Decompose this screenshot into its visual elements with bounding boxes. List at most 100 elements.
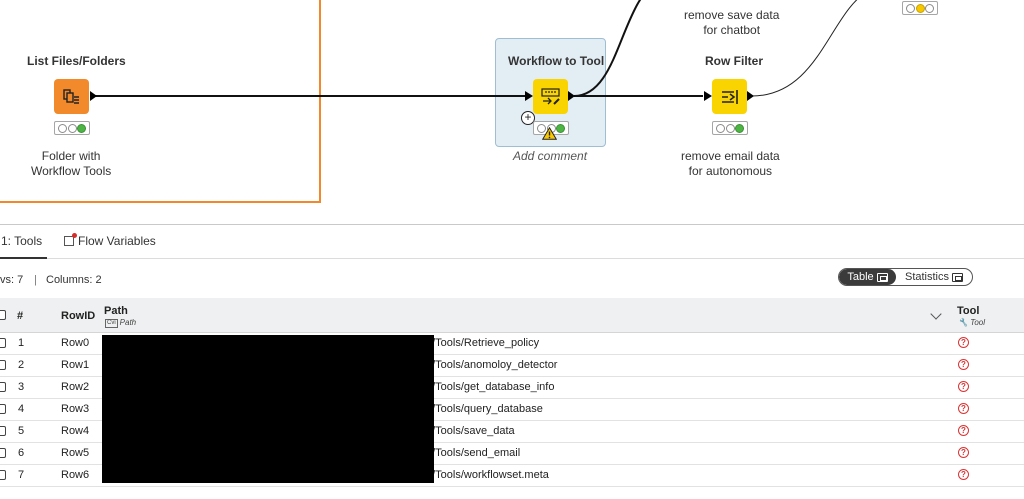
- row-id: Row2: [61, 381, 90, 393]
- list-files-status-indicator: [54, 121, 90, 135]
- row-filter-input-port[interactable]: [704, 91, 712, 101]
- list-files-node[interactable]: [54, 79, 89, 114]
- row-id: Row1: [61, 359, 90, 371]
- column-type-path-label: Path: [119, 318, 137, 327]
- table-view-label: Table: [847, 271, 874, 283]
- workflow-tool-status-indicator: [533, 121, 569, 135]
- workflow-canvas[interactable]: List Files/Folders Folder with Workflow …: [0, 0, 1024, 224]
- row-filter-icon: [721, 89, 738, 104]
- column-count: Columns: 2: [46, 274, 102, 286]
- row-checkbox[interactable]: [0, 448, 6, 458]
- panel-divider[interactable]: [0, 224, 1024, 225]
- row-path: a/Tools/send_email: [426, 447, 521, 459]
- workflow-tool-input-port[interactable]: [525, 91, 533, 101]
- connection-workflow-tool-to-top-node: [573, 0, 642, 97]
- row-path: a/Tools/Retrieve_policy: [426, 337, 540, 349]
- row-filter-annotation-label: remove email data for autonomous: [681, 149, 780, 179]
- column-type-tool-label: Tool: [970, 318, 986, 327]
- row-checkbox[interactable]: [0, 426, 6, 436]
- row-path: a/Tools/anomoloy_detector: [426, 359, 558, 371]
- top-node-label-line2: for chatbot: [703, 23, 761, 37]
- workflow-to-tool-node[interactable]: [533, 79, 568, 114]
- table-row[interactable]: 5 Row4 a/Tools/save_data ?: [0, 421, 1024, 443]
- output-tab-bar: 1: Tools Flow Variables: [0, 225, 1024, 259]
- row-index: 5: [18, 425, 25, 437]
- add-comment-link[interactable]: Add comment: [513, 149, 588, 163]
- warning-icon[interactable]: [542, 127, 557, 140]
- row-filter-label-line2: for autonomous: [688, 164, 773, 178]
- missing-value-icon: ?: [958, 359, 969, 370]
- workflow-tool-output-port[interactable]: [568, 91, 575, 101]
- row-index: 3: [18, 381, 25, 393]
- column-header-rowid[interactable]: RowID: [61, 310, 96, 322]
- row-id: Row3: [61, 403, 90, 415]
- node-title-list-files[interactable]: List Files/Folders: [27, 54, 126, 68]
- workflow-annotation[interactable]: [0, 0, 321, 203]
- workflow-tool-icon: [540, 87, 560, 105]
- missing-value-icon: ?: [958, 381, 969, 392]
- list-files-output-port[interactable]: [90, 91, 97, 101]
- open-window-icon: [876, 272, 888, 282]
- row-index: 1: [18, 337, 25, 349]
- top-node-annotation-label: remove save data for chatbot: [684, 8, 779, 38]
- table-row[interactable]: 4 Row3 a/Tools/query_database ?: [0, 399, 1024, 421]
- missing-value-icon: ?: [958, 469, 969, 480]
- table-row[interactable]: 3 Row2 a/Tools/get_database_info ?: [0, 377, 1024, 399]
- tab-tools[interactable]: 1: Tools: [0, 225, 47, 259]
- top-right-node-status-indicator: [902, 1, 938, 15]
- add-port-icon[interactable]: +: [521, 111, 535, 125]
- row-path: a/Tools/workflowset.meta: [426, 469, 549, 481]
- path-type-icon: Cvi: [105, 319, 118, 328]
- column-header-index: #: [17, 310, 24, 322]
- row-id: Row5: [61, 447, 90, 459]
- table-row[interactable]: 2 Row1 a/Tools/anomoloy_detector ?: [0, 355, 1024, 377]
- select-all-checkbox[interactable]: [0, 310, 6, 320]
- table-info-bar: vs: 7 | Columns: 2: [0, 268, 1024, 292]
- column-header-path[interactable]: Path: [104, 305, 128, 317]
- row-id: Row6: [61, 469, 90, 481]
- redacted-region: [102, 335, 434, 483]
- column-type-tool: 🔧 Tool: [958, 318, 985, 327]
- folder-files-icon: [62, 88, 79, 104]
- row-path: a/Tools/save_data: [426, 425, 515, 437]
- statistics-view-label: Statistics: [904, 271, 949, 283]
- row-index: 7: [18, 469, 25, 481]
- tab-flow-variables[interactable]: Flow Variables: [64, 225, 156, 259]
- row-filter-output-port[interactable]: [747, 91, 754, 101]
- table-row[interactable]: 6 Row5 a/Tools/send_email ?: [0, 443, 1024, 465]
- connection-row-filter-to-top-right: [751, 0, 858, 97]
- column-header-tool[interactable]: Tool: [957, 305, 980, 317]
- view-switch: Table Statistics: [838, 268, 973, 286]
- row-path: a/Tools/get_database_info: [426, 381, 555, 393]
- list-files-label-line1: Folder with: [41, 149, 101, 163]
- row-filter-node[interactable]: [712, 79, 747, 114]
- table-view-button[interactable]: Table: [839, 269, 896, 285]
- row-index: 6: [18, 447, 25, 459]
- table-row[interactable]: 7 Row6 a/Tools/workflowset.meta ?: [0, 465, 1024, 487]
- row-index: 2: [18, 359, 25, 371]
- connection-layer: [91, 0, 858, 97]
- list-files-annotation-label: Folder with Workflow Tools: [31, 149, 111, 179]
- row-checkbox[interactable]: [0, 404, 6, 414]
- node-title-workflow-to-tool[interactable]: Workflow to Tool: [508, 54, 605, 68]
- row-checkbox[interactable]: [0, 338, 6, 348]
- open-window-icon: [952, 272, 963, 282]
- row-filter-label-line1: remove email data: [681, 149, 780, 163]
- info-separator: |: [34, 274, 37, 286]
- missing-value-icon: ?: [958, 403, 969, 414]
- row-checkbox[interactable]: [0, 470, 6, 480]
- row-id: Row0: [61, 337, 90, 349]
- row-path: a/Tools/query_database: [426, 403, 543, 415]
- statistics-view-button[interactable]: Statistics: [896, 269, 972, 285]
- row-checkbox[interactable]: [0, 360, 6, 370]
- missing-value-icon: ?: [958, 447, 969, 458]
- row-checkbox[interactable]: [0, 382, 6, 392]
- node-title-row-filter[interactable]: Row Filter: [705, 54, 764, 68]
- list-files-label-line2: Workflow Tools: [31, 164, 112, 178]
- row-filter-status-indicator: [712, 121, 748, 135]
- row-index: 4: [18, 403, 25, 415]
- top-node-label-line1: remove save data: [684, 8, 780, 22]
- missing-value-icon: ?: [958, 337, 969, 348]
- table-row[interactable]: 1 Row0 a/Tools/Retrieve_policy ?: [0, 333, 1024, 355]
